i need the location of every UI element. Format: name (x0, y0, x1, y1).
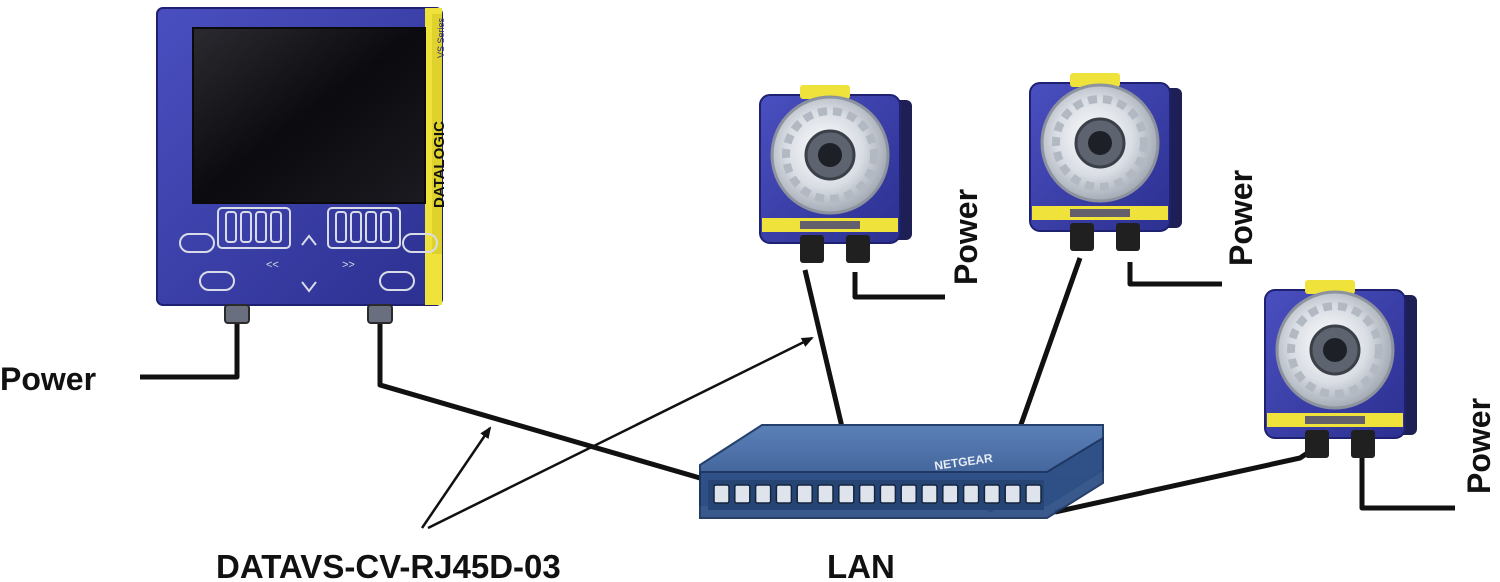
controller-model: VS Series (436, 17, 446, 58)
switch-port[interactable] (734, 484, 751, 504)
camera1-power-label: Power (948, 189, 984, 285)
camera1-power-cable (852, 272, 945, 300)
controller-lan-port (367, 304, 393, 324)
switch-port[interactable] (983, 484, 1001, 504)
controller-side-label (432, 14, 442, 254)
switch-port[interactable] (775, 484, 793, 504)
controller-button-right-top[interactable] (402, 233, 438, 253)
switch-ports (713, 484, 1042, 504)
controller-brand: DATALOGIC (431, 121, 448, 208)
camera3-power-label: Power (1461, 398, 1497, 494)
switch-port[interactable] (962, 484, 980, 504)
switch-port[interactable] (817, 484, 834, 504)
key[interactable] (225, 211, 237, 243)
network-switch: NETGEAR (699, 424, 1104, 519)
camera3-power-cable (1359, 455, 1455, 511)
controller-power-label: Power (0, 361, 96, 397)
key[interactable] (255, 211, 267, 243)
key[interactable] (350, 211, 362, 243)
vision-controller: DATALOGIC VS Series << >> (156, 7, 448, 324)
switch-port[interactable] (858, 484, 876, 504)
key[interactable] (365, 211, 377, 243)
arrow-to-camera-cable (427, 336, 814, 530)
controller-screen (192, 27, 426, 204)
chevron-down-icon[interactable] (301, 281, 317, 293)
controller-lan-cable (377, 322, 701, 481)
smart-camera-1 (760, 85, 912, 263)
lan-label: LAN (827, 548, 895, 582)
key[interactable] (335, 211, 347, 243)
switch-port[interactable] (942, 484, 959, 504)
controller-keypad (179, 207, 438, 293)
controller-button-right-bottom[interactable] (379, 271, 415, 291)
arrow-to-controller-cable (420, 426, 492, 529)
smart-camera-2 (1030, 73, 1182, 251)
smart-camera-3 (1265, 280, 1417, 458)
chevron-up-icon[interactable] (301, 234, 317, 246)
key[interactable] (270, 211, 282, 243)
controller-connectors (224, 304, 393, 324)
key[interactable] (380, 211, 392, 243)
controller-button-left-bottom[interactable] (199, 271, 235, 291)
callout-arrows (420, 336, 814, 530)
key[interactable] (240, 211, 252, 243)
switch-port[interactable] (900, 484, 917, 504)
switch-port[interactable] (1004, 484, 1021, 504)
switch-port[interactable] (838, 484, 855, 504)
camera2-power-label: Power (1223, 170, 1259, 266)
camera2-power-cable (1127, 262, 1222, 287)
controller-button-left-top[interactable] (179, 233, 215, 253)
keypad-right-caption: >> (342, 259, 355, 271)
switch-port[interactable] (921, 484, 938, 504)
cable-model-label: DATAVS-CV-RJ45D-03 (216, 548, 561, 582)
keypad-left-frame (217, 207, 291, 249)
switch-port[interactable] (796, 484, 813, 504)
controller-power-port (224, 304, 250, 324)
keypad-left-caption: << (266, 259, 279, 271)
controller-power-cable (140, 322, 240, 380)
switch-port[interactable] (879, 484, 897, 504)
keypad-right-frame (327, 207, 401, 249)
switch-port[interactable] (1025, 484, 1042, 504)
switch-port[interactable] (754, 484, 772, 504)
switch-port[interactable] (713, 484, 730, 504)
